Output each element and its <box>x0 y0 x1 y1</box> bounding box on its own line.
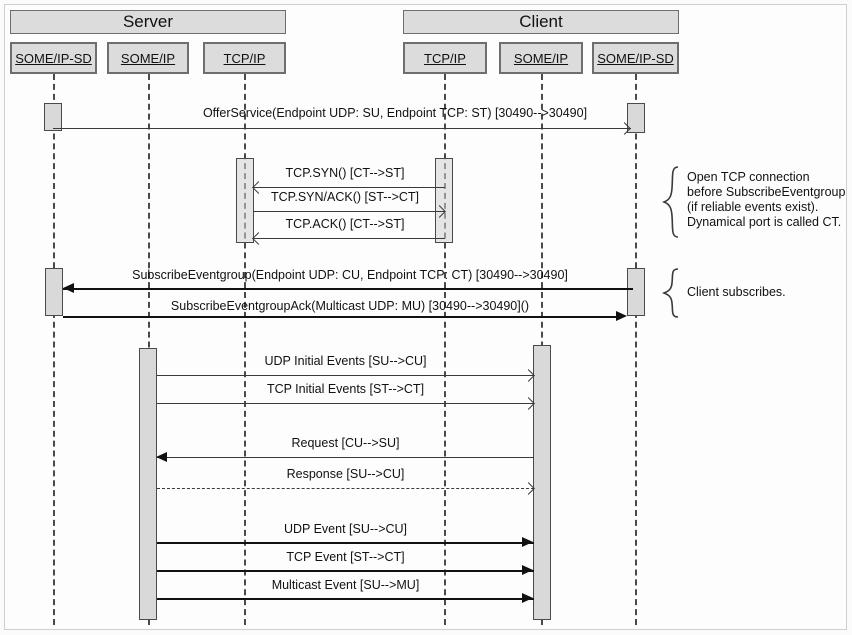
arrowhead-right-icon <box>522 565 533 575</box>
message-line-subscribe-eventgroup <box>63 288 633 290</box>
activation-client-sd-offer <box>627 103 645 133</box>
activation-client-sd-subscribe <box>627 268 645 316</box>
message-label-response: Response [SU-->CU] <box>286 467 405 481</box>
node-client-someip-sd[interactable]: SOME/IP-SD <box>592 42 679 74</box>
message-label-tcp-syn: TCP.SYN() [CT-->ST] <box>285 166 405 180</box>
message-label-multicast-event: Multicast Event [SU-->MU] <box>271 578 420 592</box>
arrowhead-left-icon <box>156 452 167 462</box>
node-server-tcpip[interactable]: TCP/IP <box>203 42 286 74</box>
arrowhead-right-icon <box>522 593 533 603</box>
node-client-someip[interactable]: SOME/IP <box>499 42 583 74</box>
activation-client-tcp-handshake <box>435 158 453 243</box>
message-label-request: Request [CU-->SU] <box>291 436 400 450</box>
node-label: SOME/IP-SD <box>15 50 92 66</box>
annotation-client-subscribes: Client subscribes. <box>687 285 786 299</box>
brace-client-subscribes-icon <box>662 268 680 318</box>
activation-server-tcp-handshake <box>236 158 254 243</box>
lifeline-client-someip-sd <box>635 74 637 625</box>
arrowhead-right-icon <box>522 537 533 547</box>
node-label: TCP/IP <box>424 50 466 66</box>
message-line-tcp-initial-events <box>157 403 534 404</box>
lifeline-server-tcpip <box>244 74 246 625</box>
message-line-multicast-event <box>157 598 534 600</box>
node-label: SOME/IP <box>513 50 569 66</box>
group-header-client: Client <box>403 10 679 34</box>
message-label-subscribe-eventgroup: SubscribeEventgroup(Endpoint UDP: CU, En… <box>132 268 568 282</box>
message-line-request <box>157 457 534 458</box>
node-client-tcpip[interactable]: TCP/IP <box>403 42 487 74</box>
activation-server-sd-offer <box>44 103 62 131</box>
activation-server-sd-subscribe <box>45 268 63 316</box>
message-line-subscribe-eventgroup-ack <box>63 316 623 318</box>
message-label-subscribe-eventgroup-ack: SubscribeEventgroupAck(Multicast UDP: MU… <box>170 299 530 313</box>
message-line-offerservice <box>53 128 631 129</box>
node-label: TCP/IP <box>223 50 266 66</box>
node-label: SOME/IP-SD <box>597 50 674 66</box>
annotation-open-tcp-connection: Open TCP connection before SubscribeEven… <box>687 170 846 229</box>
message-label-tcp-ack: TCP.ACK() [CT-->ST] <box>285 217 405 231</box>
node-label: SOME/IP <box>120 50 176 66</box>
message-line-tcp-event <box>157 570 534 572</box>
message-label-tcp-event: TCP Event [ST-->CT] <box>286 550 405 564</box>
message-line-udp-event <box>157 542 534 544</box>
arrowhead-left-icon <box>63 283 74 293</box>
group-header-server: Server <box>10 10 286 34</box>
group-header-client-label: Client <box>519 12 563 31</box>
group-header-server-label: Server <box>122 12 174 31</box>
arrowhead-right-icon <box>616 311 627 321</box>
node-server-someip[interactable]: SOME/IP <box>107 42 189 74</box>
brace-tcp-connection-icon <box>662 166 680 238</box>
message-line-response <box>157 488 534 489</box>
lifeline-server-someip-sd <box>53 74 55 625</box>
activation-server-someip-events <box>139 348 157 620</box>
message-label-tcp-initial-events: TCP Initial Events [ST-->CT] <box>266 382 425 396</box>
message-line-tcp-syn <box>253 187 445 188</box>
node-server-someip-sd[interactable]: SOME/IP-SD <box>10 42 97 74</box>
message-line-tcp-ack <box>253 238 445 239</box>
message-line-tcp-syn-ack <box>253 211 445 212</box>
activation-client-someip-events <box>533 345 551 620</box>
message-label-offerservice: OfferService(Endpoint UDP: SU, Endpoint … <box>202 106 588 120</box>
message-line-udp-initial-events <box>157 375 534 376</box>
message-label-udp-initial-events: UDP Initial Events [SU-->CU] <box>264 354 427 368</box>
message-label-tcp-syn-ack: TCP.SYN/ACK() [ST-->CT] <box>270 190 420 204</box>
lifeline-client-tcpip <box>444 74 446 625</box>
message-label-udp-event: UDP Event [SU-->CU] <box>283 522 408 536</box>
